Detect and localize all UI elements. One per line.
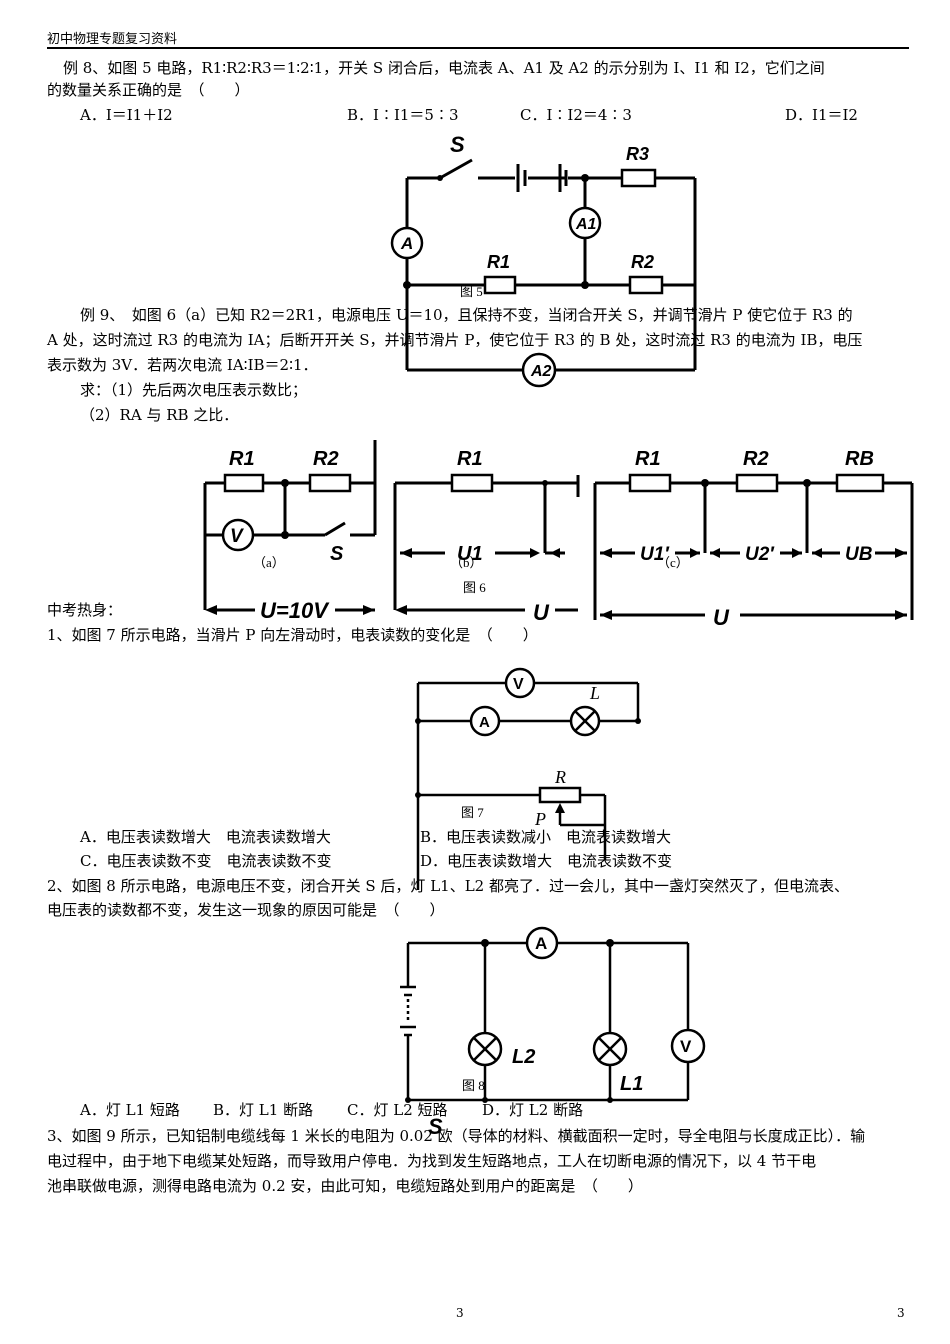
q3-line2: 电过程中，由于地下电缆某处短路，而导致用户停电．为找到发生短路地点，工人在切断电… [47, 1152, 817, 1170]
fig8-caption: 图 8 [462, 1078, 485, 1093]
q1-option-b: B．电压表读数减小 电流表读数增大 [420, 828, 672, 846]
fig5-r3-label: R3 [626, 144, 649, 164]
ex9-line2: A 处，这时流过 R3 的电流为 IA；后断开开关 S，并调节滑片 P，使它位于… [47, 331, 863, 349]
fig6a-voltage-label: U=10V [260, 598, 330, 623]
fig5-r2-label: R2 [631, 252, 654, 272]
fig6a-r1-label: R1 [229, 448, 255, 470]
fig5-r1-label: R1 [487, 252, 510, 272]
fig6b-r1-label: R1 [457, 448, 483, 470]
fig6a-switch-label: S [330, 543, 344, 565]
ex8-option-d: D．I1＝I2 [785, 106, 858, 124]
header-rule [47, 47, 909, 49]
fig9-switch-label: S [428, 1114, 443, 1139]
ex9-line1: 例 9、 如图 6（a）已知 R2＝2R1，电源电压 U＝10，且保持不变，当闭… [80, 306, 853, 324]
fig6c-u2p-label: U2′ [745, 544, 775, 565]
fig6b-u-label: U [533, 600, 550, 625]
q1-stem: 1、如图 7 所示电路，当滑片 P 向左滑动时，电表读数的变化是 （ ） [47, 626, 538, 644]
q1-option-d: D．电压表读数增大 电流表读数不变 [420, 852, 673, 870]
fig8-voltmeter-label: V [680, 1037, 692, 1056]
fig5-switch-label: S [450, 132, 465, 157]
fig6c-u1p-label: U1′ [640, 544, 670, 565]
q2-option-a: A．灯 L1 短路 [80, 1101, 180, 1119]
fig6c-r2-label: R2 [743, 448, 769, 470]
figure-6-circuits: R1 R2 V S U=10V R1 U1 U R1 R2 RB U1′ U2′… [203, 440, 914, 630]
ex9-ask2: （2）RA 与 RB 之比． [80, 406, 239, 424]
fig7-caption: 图 7 [461, 805, 484, 820]
fig8-ammeter-label: A [535, 934, 547, 953]
figure-5-circuit: S R3 R1 R2 A A1 A2 图 5 [390, 132, 697, 388]
fig6c-r1-label: R1 [635, 448, 661, 470]
q2-option-c: C．灯 L2 短路 [347, 1101, 448, 1119]
page-number-center: 3 [456, 1306, 464, 1320]
fig6-sub-b: （b） [450, 555, 483, 570]
q2-line1: 2、如图 8 所示电路，电源电压不变，闭合开关 S 后，灯 L1、L2 都亮了．… [47, 877, 849, 895]
fig6c-ub-label: UB [845, 544, 873, 565]
fig8-l1-label: L1 [620, 1073, 643, 1095]
ex8-line1: 例 8、如图 5 电路，R1∶R2∶R3＝1∶2∶1，开关 S 闭合后，电流表 … [63, 59, 825, 77]
ex8-option-b: B．I∶I1＝5∶3 [347, 106, 459, 124]
page-header: 初中物理专题复习资料 [47, 32, 178, 47]
q2-line2: 电压表的读数都不变，发生这一现象的原因可能是 （ ） [47, 901, 445, 919]
fig7-r-label: R [554, 767, 566, 787]
page-number-right: 3 [897, 1306, 905, 1320]
fig6c-u-label: U [713, 605, 730, 630]
q1-option-a: A．电压表读数增大 电流表读数增大 [80, 828, 331, 846]
fig6-caption: 图 6 [463, 580, 486, 595]
fig5-caption: 图 5 [460, 284, 483, 299]
fig6b-u1-label: U1 [457, 543, 483, 565]
q3-line3: 池串联做电源，测得电路电流为 0.2 安，由此可知，电缆短路处到用户的距离是 （… [47, 1177, 643, 1195]
ex9-line3: 表示数为 3V．若两次电流 IA∶IB＝2∶1． [47, 356, 318, 374]
q3-line1: 3、如图 9 所示，已知铝制电缆线每 1 米长的电阻为 0.02 欧（导体的材料… [47, 1127, 866, 1145]
warmup-title: 中考热身： [47, 601, 123, 619]
fig8-l2-label: L2 [512, 1046, 535, 1068]
figure-7-circuit: V A L R P 图 7 [415, 667, 641, 890]
ex8-option-a: A．I＝I1＋I2 [80, 106, 173, 124]
fig7-lamp-label: L [589, 683, 600, 703]
fig6-sub-a: （a） [253, 555, 285, 570]
q2-option-d: D．灯 L2 断路 [482, 1101, 584, 1119]
q2-option-b: B．灯 L1 断路 [213, 1101, 314, 1119]
figure-8-circuit: A V L2 L1 图 8 [400, 926, 706, 1103]
fig7-ammeter-label: A [479, 714, 490, 731]
ex8-line2: 的数量关系正确的是 （ ） [47, 81, 250, 99]
ex8-option-c: C．I∶I2＝4∶3 [520, 106, 632, 124]
fig6c-rb-label: RB [845, 448, 874, 470]
fig5-ammeter1-label: A1 [575, 216, 597, 233]
fig6a-voltmeter-label: V [230, 526, 244, 547]
fig7-p-label: P [534, 809, 546, 829]
fig7-voltmeter-label: V [513, 676, 524, 693]
fig5-ammeter-label: A [400, 234, 413, 253]
fig5-ammeter2-label: A2 [530, 363, 552, 380]
fig6a-r2-label: R2 [313, 448, 339, 470]
fig6-sub-c: （c） [657, 555, 689, 570]
ex9-ask1: 求：（1）先后两次电压表示数比； [80, 381, 308, 399]
q1-option-c: C．电压表读数不变 电流表读数不变 [80, 852, 332, 870]
